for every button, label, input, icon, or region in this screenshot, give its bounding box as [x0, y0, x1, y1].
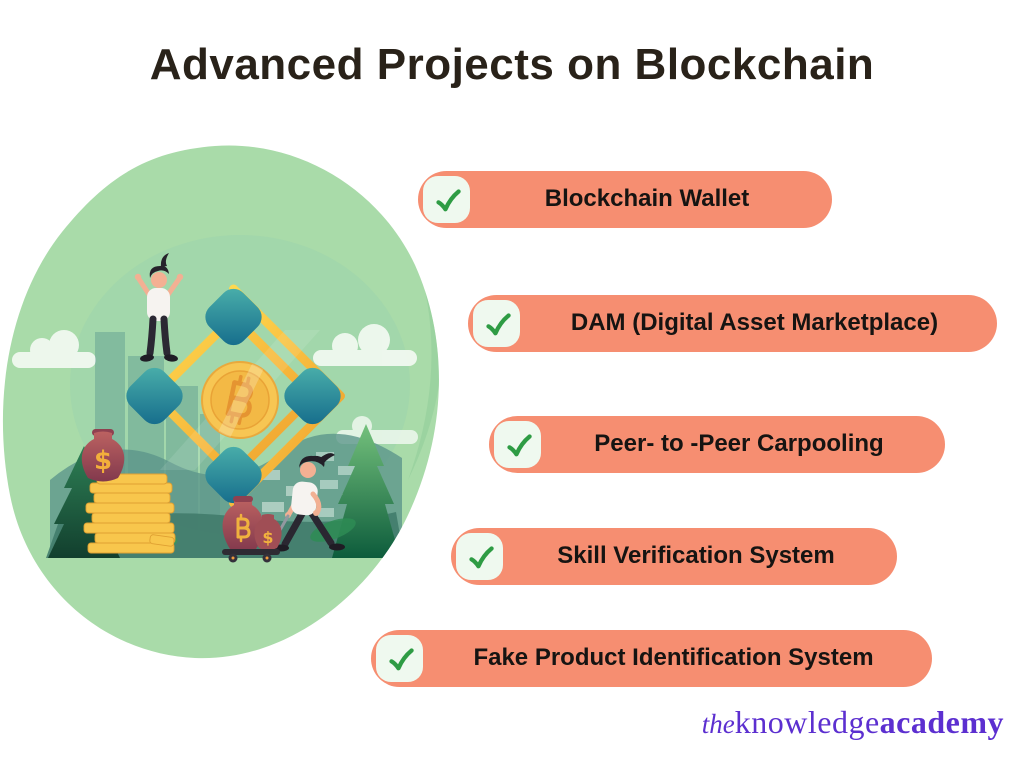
check-icon [485, 312, 511, 335]
checkmark-box [473, 300, 520, 347]
list-item-fake-product-id: Fake Product Identification System [371, 630, 932, 687]
bitcoin-symbol-small-icon [236, 513, 251, 543]
chain-node-icon [126, 288, 341, 504]
bitcoin-symbol-icon [225, 374, 254, 426]
list-item-label: Skill Verification System [557, 541, 835, 569]
list-item-label: Peer- to -Peer Carpooling [594, 429, 884, 457]
dollar-symbol: $ [94, 446, 112, 476]
checkmark-box [423, 176, 470, 223]
check-icon [468, 545, 494, 568]
list-item-skill-verification: Skill Verification System [451, 528, 897, 585]
logo-academy: academy [879, 704, 1004, 740]
page-title: Advanced Projects on Blockchain [149, 40, 875, 89]
logo-the: the [701, 709, 735, 739]
list-item-label: Fake Product Identification System [473, 643, 874, 671]
logo-knowledge: knowledge [734, 704, 880, 740]
list-item-carpooling: Peer- to -Peer Carpooling [489, 416, 945, 473]
blockchain-illustration: $ [2, 145, 439, 659]
checkmark-box [376, 635, 423, 682]
check-icon [388, 647, 414, 670]
list-item-label: DAM (Digital Asset Marketplace) [570, 308, 939, 336]
coin-stack [83, 473, 176, 554]
list-item-label: Blockchain Wallet [544, 184, 750, 212]
list-item-dam: DAM (Digital Asset Marketplace) [468, 295, 997, 352]
checkmark-box [494, 421, 541, 468]
list-item-blockchain-wallet: Blockchain Wallet [418, 171, 832, 228]
cloud-left-icon [12, 330, 96, 368]
dollar-symbol-small: $ [262, 528, 273, 547]
checkmark-box [456, 533, 503, 580]
leaves-right [310, 518, 356, 542]
person-celebrating [134, 253, 184, 362]
money-bag-icon: $ [81, 429, 125, 482]
check-icon [435, 188, 461, 211]
cloud-right-icon [313, 324, 417, 366]
check-icon [506, 433, 532, 456]
bitcoin-coin [201, 361, 279, 439]
money-cart: $ [222, 496, 282, 563]
